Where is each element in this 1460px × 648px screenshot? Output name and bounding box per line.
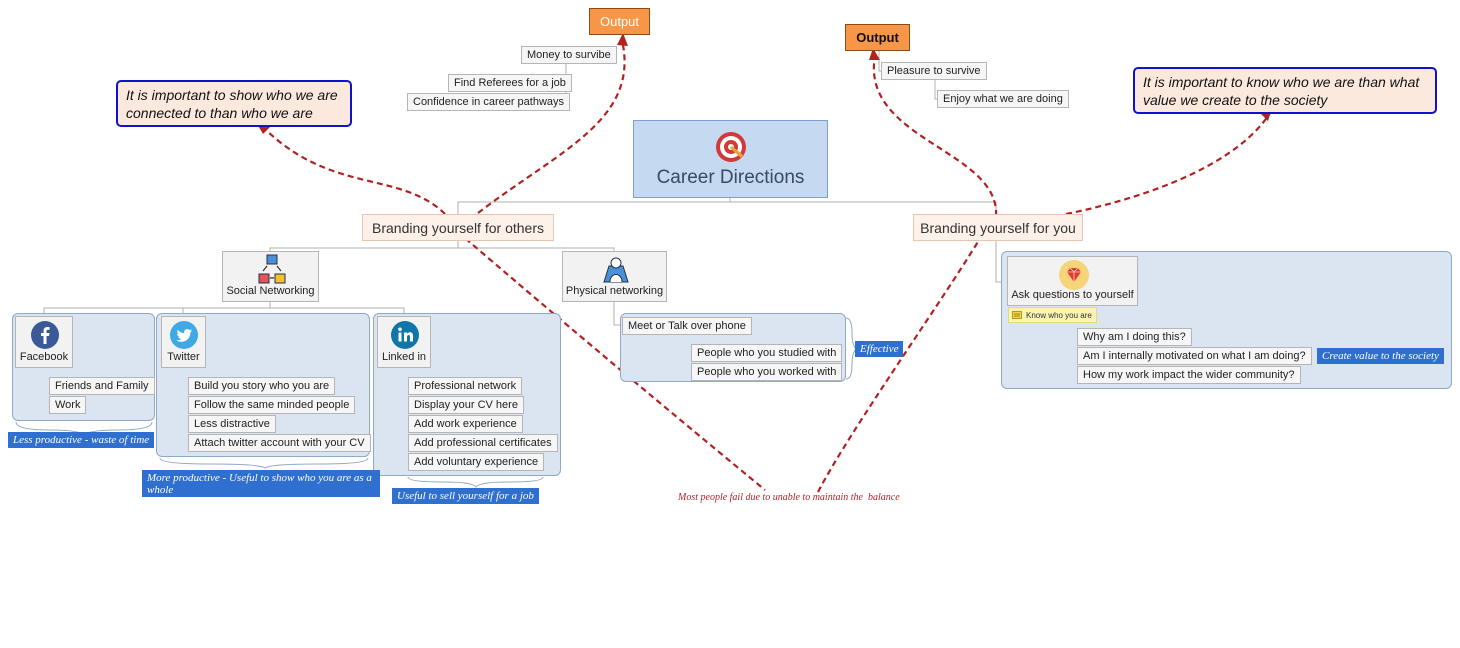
output-referees[interactable]: Find Referees for a job	[448, 74, 572, 92]
social-networking-node[interactable]: Social Networking	[222, 251, 319, 302]
know-who-note[interactable]: Know who you are	[1008, 307, 1097, 323]
twitter-item-attach[interactable]: Attach twitter account with your CV	[188, 434, 371, 452]
twitter-icon	[170, 321, 198, 349]
know-who-text: Know who you are	[1026, 310, 1092, 320]
central-title: Career Directions	[656, 167, 805, 188]
linkedin-item-voluntary[interactable]: Add voluntary experience	[408, 453, 545, 471]
ask-item-why[interactable]: Why am I doing this?	[1077, 328, 1192, 346]
balance-note: Most people fail due to unable to mainta…	[678, 492, 900, 503]
twitter-node[interactable]: Twitter	[161, 316, 206, 368]
callout-right[interactable]: It is important to know who we are than …	[1133, 67, 1437, 114]
summary-physical[interactable]: Effective	[855, 341, 904, 357]
network-icon	[258, 254, 286, 284]
central-topic[interactable]: Career Directions	[633, 120, 828, 198]
twitter-item-follow[interactable]: Follow the same minded people	[188, 396, 356, 414]
output-money[interactable]: Money to survibe	[521, 46, 617, 64]
output-enjoy[interactable]: Enjoy what we are doing	[937, 90, 1069, 108]
output-pleasure[interactable]: Pleasure to survive	[881, 62, 987, 80]
facebook-item-work[interactable]: Work	[49, 396, 87, 414]
twitter-label: Twitter	[167, 351, 200, 363]
branch-for-you[interactable]: Branding yourself for you	[913, 214, 1083, 241]
ask-item-motivated[interactable]: Am I internally motivated on what I am d…	[1077, 347, 1312, 365]
linkedin-item-work[interactable]: Add work experience	[408, 415, 523, 433]
twitter-item-story[interactable]: Build you story who you are	[188, 377, 336, 395]
physical-networking-node[interactable]: Physical networking	[562, 251, 667, 302]
facebook-icon	[31, 321, 59, 349]
branch-for-others[interactable]: Branding yourself for others	[362, 214, 554, 241]
note-icon	[1012, 311, 1022, 319]
linkedin-icon	[391, 321, 419, 349]
summary-linkedin[interactable]: Useful to sell yourself for a job	[392, 488, 539, 504]
output-left[interactable]: Output	[589, 8, 650, 35]
facebook-node[interactable]: Facebook	[15, 316, 73, 368]
linkedin-item-certificates[interactable]: Add professional certificates	[408, 434, 558, 452]
physical-meet[interactable]: Meet or Talk over phone	[622, 317, 752, 335]
ask-item-impact[interactable]: How my work impact the wider community?	[1077, 366, 1301, 384]
twitter-item-distractive[interactable]: Less distractive	[188, 415, 276, 433]
ask-questions-label: Ask questions to yourself	[1011, 289, 1134, 301]
physical-item-worked[interactable]: People who you worked with	[691, 363, 843, 381]
presenter-icon	[603, 257, 629, 283]
linkedin-item-network[interactable]: Professional network	[408, 377, 523, 395]
physical-item-studied[interactable]: People who you studied with	[691, 344, 843, 362]
ask-questions-node[interactable]: Ask questions to yourself	[1007, 256, 1138, 306]
summary-facebook[interactable]: Less productive - waste of time	[8, 432, 155, 448]
output-confidence[interactable]: Confidence in career pathways	[407, 93, 571, 111]
linkedin-item-cv[interactable]: Display your CV here	[408, 396, 524, 414]
callout-left[interactable]: It is important to show who we are conne…	[116, 80, 352, 127]
summary-ask[interactable]: Create value to the society	[1317, 348, 1444, 364]
gem-icon	[1059, 260, 1089, 290]
target-icon	[716, 132, 746, 162]
summary-twitter[interactable]: More productive - Useful to show who you…	[142, 470, 380, 497]
facebook-item-family[interactable]: Friends and Family	[49, 377, 155, 395]
linkedin-node[interactable]: Linked in	[377, 316, 431, 368]
social-networking-label: Social Networking	[226, 285, 315, 297]
physical-networking-label: Physical networking	[565, 285, 664, 297]
output-right[interactable]: Output	[845, 24, 910, 51]
facebook-label: Facebook	[19, 351, 69, 363]
linkedin-label: Linked in	[381, 351, 427, 363]
